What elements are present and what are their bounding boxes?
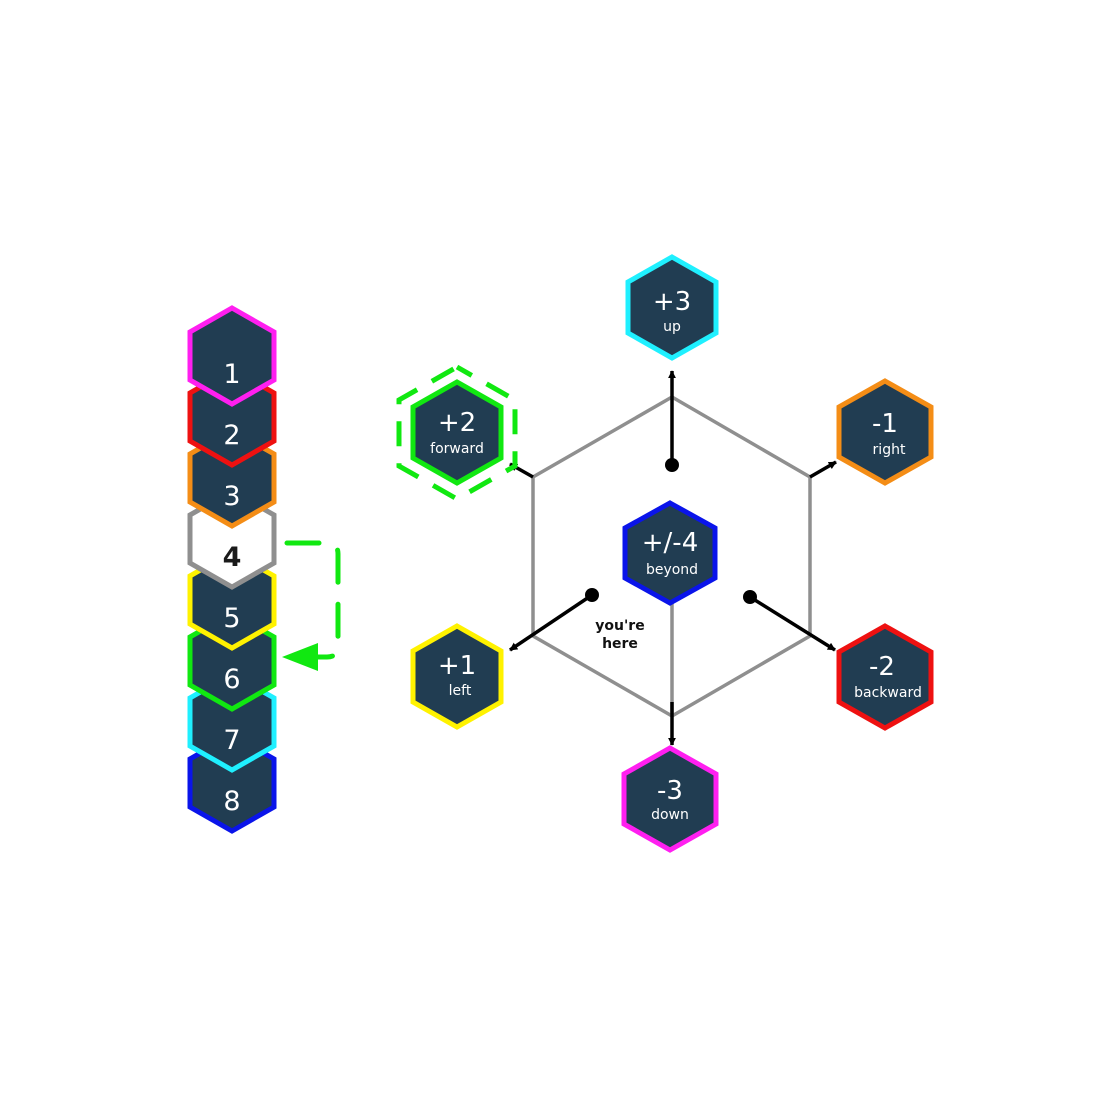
stack-label-4: 4	[223, 542, 242, 573]
hex-right-value: -1	[872, 409, 898, 439]
hex-down: -3 down	[621, 745, 719, 853]
hex-down-value: -3	[657, 776, 683, 806]
hex-down-label: down	[651, 807, 689, 823]
hex-right: -1 right	[836, 378, 934, 486]
hex-backward-value: -2	[869, 652, 895, 682]
hex-right-label: right	[873, 442, 906, 458]
hex-stack: 8 7 6 5 4 3 2 1	[187, 305, 277, 834]
hex-center-label: beyond	[646, 562, 698, 578]
hex-up: +3 up	[625, 254, 719, 361]
stack-label-1: 1	[223, 359, 240, 390]
dot-left	[585, 588, 599, 602]
arrow-left	[509, 593, 593, 652]
hex-left-value: +1	[438, 651, 476, 681]
jump-arrow	[282, 540, 341, 671]
hex-left: +1 left	[410, 623, 504, 730]
hex-backward-label: backward	[854, 685, 922, 701]
stack-label-5: 5	[223, 603, 240, 634]
arrow-backward	[749, 595, 836, 652]
dot-up	[665, 458, 679, 472]
stack-label-3: 3	[223, 481, 240, 512]
stack-hex-1: 1	[187, 305, 277, 407]
dot-backward	[743, 590, 757, 604]
forward-dashed-ring	[396, 364, 518, 502]
stack-label-6: 6	[223, 664, 240, 695]
hex-left-label: left	[449, 683, 472, 699]
hex-center-beyond: +/-4 beyond	[622, 500, 718, 606]
stack-label-7: 7	[223, 725, 240, 756]
hex-forward-value: +2	[438, 408, 476, 438]
hex-forward-label: forward	[430, 441, 484, 457]
stack-label-8: 8	[223, 786, 240, 817]
hex-up-label: up	[663, 319, 681, 335]
hex-up-value: +3	[653, 287, 691, 317]
hex-forward: +2 forward	[396, 364, 518, 502]
stack-label-2: 2	[223, 420, 240, 451]
arrow-right	[809, 460, 837, 479]
hex-center-value: +/-4	[642, 528, 698, 558]
you-are-here-line2: here	[602, 636, 638, 652]
you-are-here-line1: you're	[595, 618, 644, 634]
hex-backward: -2 backward	[836, 623, 934, 731]
